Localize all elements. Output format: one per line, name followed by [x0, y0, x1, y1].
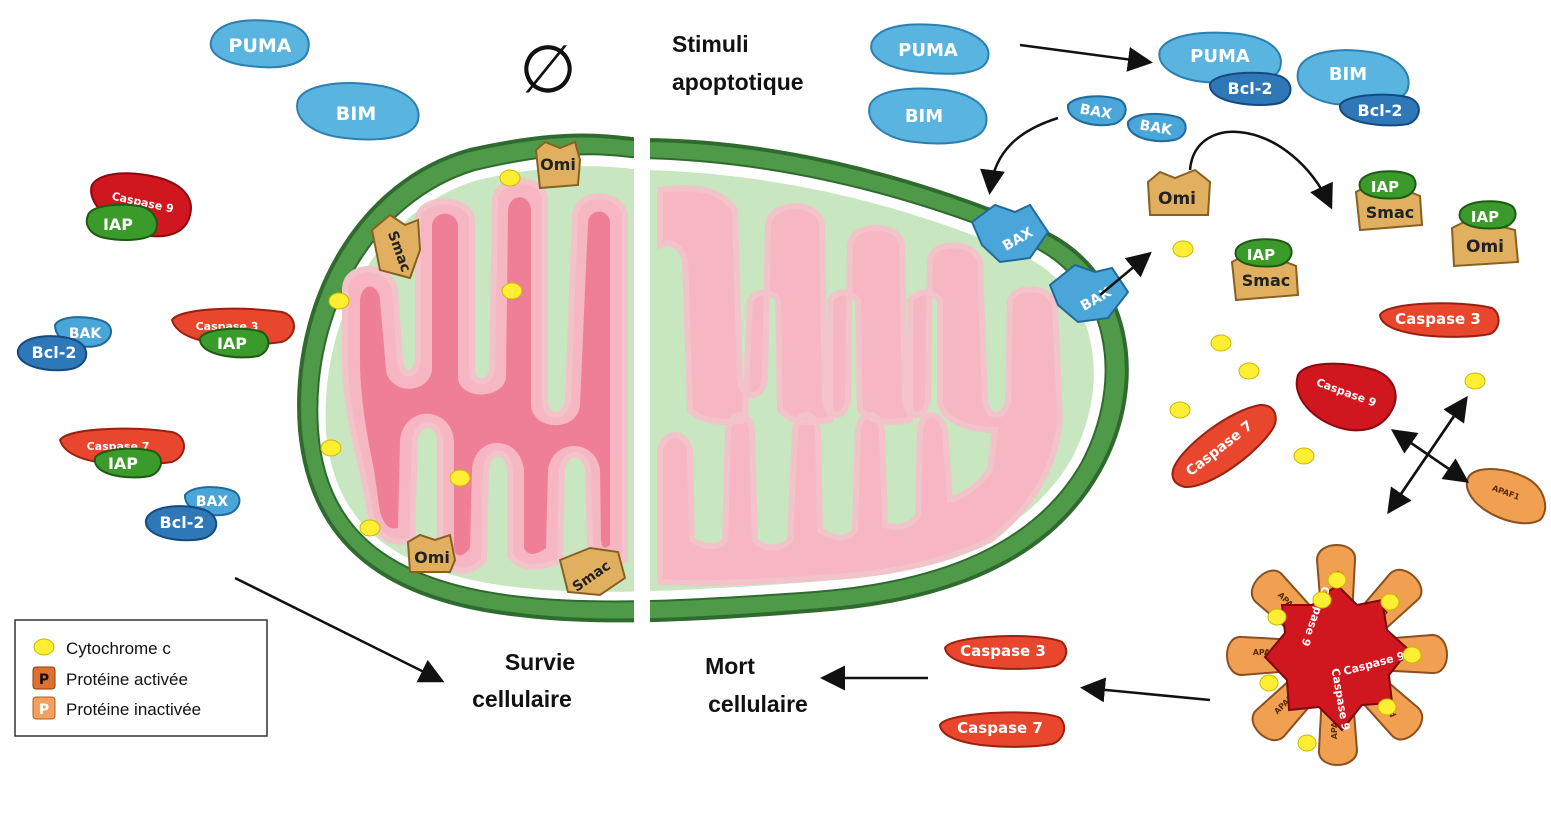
caspase7-free-right: Caspase 7: [1172, 405, 1275, 487]
caspase3-iap-complex-left: Caspase 3 IAP: [172, 309, 294, 358]
stimuli-title-line1: Stimuli: [672, 31, 749, 57]
legend-inactive-p: P: [39, 702, 49, 718]
legend-active-label: Protéine activée: [66, 670, 188, 689]
omi-in-mito-top: Omi: [536, 142, 580, 188]
stimuli-title-line2: apoptotique: [672, 69, 804, 95]
iap-smac-complex-1: Smac IAP: [1356, 171, 1422, 230]
svg-text:Omi: Omi: [1158, 189, 1196, 209]
cytochrome-dot: [1313, 592, 1331, 608]
bak-free: BAK: [1128, 114, 1186, 141]
svg-text:IAP: IAP: [103, 215, 133, 234]
legend-active-p: P: [39, 672, 49, 688]
svg-text:BIM: BIM: [336, 103, 376, 125]
omi-released: Omi: [1148, 170, 1210, 215]
cytochrome-dot: [329, 293, 349, 309]
iap-omi-complex: Omi IAP: [1452, 201, 1518, 266]
legend-cytochrome-swatch: [34, 639, 54, 655]
cytochrome-dot: [1298, 735, 1316, 751]
svg-text:Bcl-2: Bcl-2: [1358, 101, 1403, 120]
mito-split-gap: [634, 120, 650, 640]
arrow-cross-b-back: [1395, 432, 1465, 480]
cytochrome-dot: [500, 170, 520, 186]
caspase9-free-right: Caspase 9: [1297, 364, 1396, 431]
svg-text:Omi: Omi: [1466, 237, 1504, 257]
arrow-puma-to-complex: [1020, 45, 1148, 62]
svg-text:IAP: IAP: [108, 454, 138, 473]
cytochrome-dot: [1378, 699, 1396, 715]
arrow-bax-to-membrane: [990, 118, 1058, 190]
apaf1-free: APAF1: [1467, 469, 1545, 523]
cytochrome-dot: [321, 440, 341, 456]
svg-text:IAP: IAP: [217, 334, 247, 353]
cytochrome-dot: [1239, 363, 1259, 379]
mort-line1: Mort: [705, 653, 755, 679]
cytochrome-dot: [502, 283, 522, 299]
svg-text:Caspase 3: Caspase 3: [1395, 310, 1481, 328]
cytochrome-dot: [450, 470, 470, 486]
bak-bcl2-complex-left: BAK Bcl-2: [18, 317, 111, 370]
puma-bcl2-complex: PUMA Bcl-2: [1159, 33, 1290, 105]
svg-text:Caspase 3: Caspase 3: [960, 642, 1046, 660]
survie-line2: cellulaire: [472, 686, 572, 712]
svg-text:Bcl-2: Bcl-2: [1228, 79, 1273, 98]
bax-bcl2-complex-left: BAX Bcl-2: [146, 487, 240, 540]
cytochrome-dot: [1328, 572, 1346, 588]
cytochrome-dot: [1268, 609, 1286, 625]
arrow-omi-to-iap: [1190, 132, 1330, 205]
cytochrome-dot: [1170, 402, 1190, 418]
svg-text:Omi: Omi: [414, 548, 450, 567]
arrow-apoptosome-to-caspases: [1085, 688, 1210, 700]
survie-line1: Survie: [505, 649, 575, 675]
svg-text:IAP: IAP: [1247, 246, 1275, 264]
cytochrome-dot: [1403, 647, 1421, 663]
bim-right: BIM: [869, 89, 986, 144]
cytochrome-dot: [1294, 448, 1314, 464]
svg-text:Bcl-2: Bcl-2: [160, 513, 205, 532]
caspase9-iap-complex-left: Caspase 9 IAP: [87, 173, 191, 240]
svg-text:PUMA: PUMA: [229, 35, 292, 57]
svg-text:Bcl-2: Bcl-2: [32, 343, 77, 362]
cytochrome-dot: [1465, 373, 1485, 389]
svg-text:IAP: IAP: [1471, 208, 1499, 226]
iap-smac-complex-2: Smac IAP: [1232, 239, 1298, 300]
caspase3-active: Caspase 3: [945, 636, 1066, 669]
cytochrome-dot: [1260, 675, 1278, 691]
bax-free: BAX: [1068, 96, 1126, 125]
puma-right: PUMA: [871, 24, 988, 73]
legend-inactive-label: Protéine inactivée: [66, 700, 201, 719]
svg-text:Omi: Omi: [540, 155, 576, 174]
caspase3-free-right: Caspase 3: [1380, 303, 1499, 337]
svg-text:IAP: IAP: [1371, 178, 1399, 196]
bim-bcl2-complex: BIM Bcl-2: [1298, 50, 1419, 125]
svg-text:Smac: Smac: [1366, 203, 1414, 222]
apoptosome: APAF1 APAF1 APAF1 APAF1 APAF1 APAF1 APAF…: [1227, 545, 1447, 765]
caspase7-iap-complex-left: Caspase 7 IAP: [60, 429, 184, 478]
smac-in-mito-left: Smac: [372, 215, 420, 278]
svg-text:Caspase 7: Caspase 7: [957, 719, 1043, 737]
legend-cytochrome-label: Cytochrome c: [66, 639, 171, 658]
svg-text:BAX: BAX: [196, 494, 229, 510]
cytochrome-dot: [1173, 241, 1193, 257]
mort-line2: cellulaire: [708, 691, 808, 717]
cytochrome-dot: [360, 520, 380, 536]
svg-text:BIM: BIM: [905, 106, 943, 127]
svg-text:Smac: Smac: [1242, 271, 1290, 290]
caspase7-active: Caspase 7: [940, 712, 1064, 746]
empty-set-symbol: ∅: [519, 31, 577, 108]
svg-text:PUMA: PUMA: [898, 40, 958, 61]
cytochrome-dot: [1211, 335, 1231, 351]
bim-left: BIM: [297, 83, 418, 139]
legend: Cytochrome c P Protéine activée P Protéi…: [15, 620, 267, 736]
cytochrome-dot: [1381, 594, 1399, 610]
omi-in-mito-bottom: Omi: [408, 535, 455, 572]
svg-text:PUMA: PUMA: [1190, 46, 1250, 67]
svg-text:BIM: BIM: [1329, 64, 1367, 85]
puma-left: PUMA: [211, 20, 309, 67]
